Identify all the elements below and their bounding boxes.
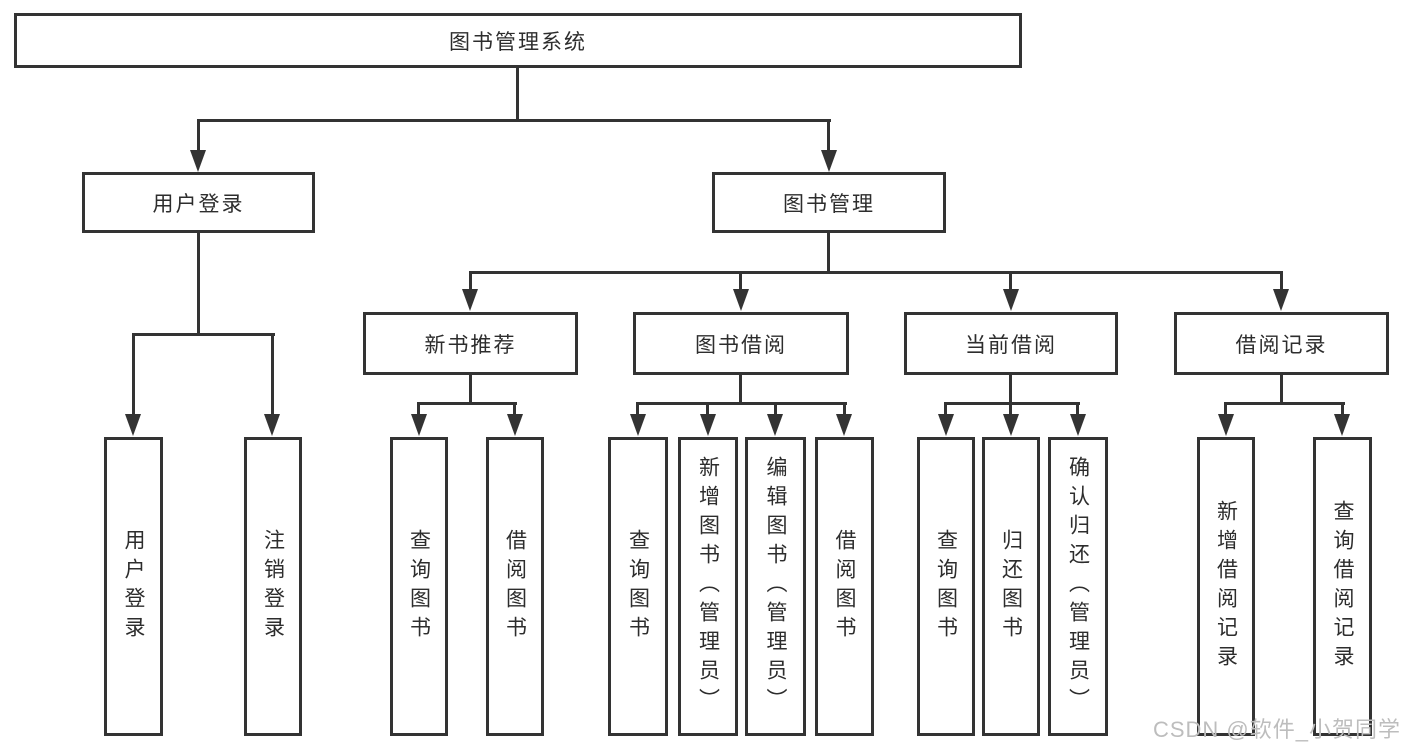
leaf-borrow-books-recommend: 借阅图书: [486, 437, 544, 736]
node-current-borrowing-label: 当前借阅: [965, 333, 1057, 357]
connector-to-borrow-records: [1280, 271, 1283, 291]
connector-level3-rail: [469, 271, 1283, 274]
arrowhead-down-icon: [630, 414, 646, 436]
leaf-edit-books-admin: 编辑图书（管理员）: [745, 437, 806, 736]
connector-current-borrow-stem: [1009, 375, 1012, 405]
connector-borrow-records-stem: [1280, 375, 1283, 405]
connector-to-leaf: [774, 402, 777, 416]
node-current-borrowing: 当前借阅: [904, 312, 1118, 375]
leaf-confirm-return-admin-label: 确认归还（管理员）: [1066, 456, 1090, 717]
leaf-query-books-recommend-label: 查询图书: [407, 528, 431, 645]
connector-level2-rail: [197, 119, 831, 122]
leaf-edit-books-admin-label: 编辑图书（管理员）: [764, 456, 787, 717]
leaf-confirm-return-admin: 确认归还（管理员）: [1048, 437, 1108, 736]
connector-to-leaf: [944, 402, 947, 416]
csdn-watermark: CSDN @软件_小贺同学: [1152, 717, 1401, 742]
connector-to-leaf: [636, 402, 639, 416]
arrowhead-down-icon: [1334, 414, 1350, 436]
leaf-borrow-books-recommend-label: 借阅图书: [503, 528, 527, 645]
arrowhead-down-icon: [1003, 289, 1019, 311]
leaf-add-books-admin: 新增图书（管理员）: [678, 437, 738, 736]
arrowhead-down-icon: [125, 414, 141, 436]
node-book-management: 图书管理: [712, 172, 946, 233]
leaf-query-books-recommend: 查询图书: [390, 437, 448, 736]
connector-to-book-borrow: [739, 271, 742, 291]
arrowhead-down-icon: [1003, 414, 1019, 436]
leaf-add-borrow-record-label: 新增借阅记录: [1214, 499, 1238, 674]
connector-user-login-stem: [197, 233, 200, 335]
node-borrowing-records-label: 借阅记录: [1235, 333, 1328, 357]
connector-user-login-rail: [132, 333, 275, 336]
connector-to-leaf: [1224, 402, 1227, 416]
connector-new-book-rail: [417, 402, 517, 405]
arrowhead-down-icon: [836, 414, 852, 436]
arrowhead-down-icon: [700, 414, 716, 436]
connector-to-current-borrow: [1009, 271, 1012, 291]
connector-current-borrow-rail: [944, 402, 1080, 405]
node-new-book-recommendation: 新书推荐: [363, 312, 578, 375]
connector-to-leaf: [417, 402, 420, 416]
node-user-login-label: 用户登录: [152, 192, 245, 216]
leaf-return-books-label: 归还图书: [999, 528, 1023, 645]
connector-book-borrow-rail: [636, 402, 847, 405]
connector-to-leaf: [1009, 402, 1012, 416]
node-new-book-recommendation-label: 新书推荐: [424, 333, 517, 357]
leaf-query-borrow-record-label: 查询借阅记录: [1331, 499, 1354, 674]
arrowhead-down-icon: [507, 414, 523, 436]
arrowhead-down-icon: [264, 414, 280, 436]
connector-book-management-stem: [827, 233, 830, 274]
connector-to-leaf: [1341, 402, 1344, 416]
leaf-query-books-borrow: 查询图书: [608, 437, 668, 736]
connector-borrow-records-rail: [1224, 402, 1345, 405]
connector-to-leaf: [1076, 402, 1079, 416]
arrowhead-down-icon: [938, 414, 954, 436]
node-root: 图书管理系统: [14, 13, 1022, 68]
leaf-user-login-label: 用户登录: [122, 528, 145, 645]
leaf-return-books: 归还图书: [982, 437, 1040, 736]
connector-to-leaf: [132, 333, 135, 416]
arrowhead-down-icon: [1070, 414, 1086, 436]
connector-to-new-book: [469, 271, 472, 291]
leaf-logout-label: 注销登录: [261, 528, 285, 645]
connector-root-stem: [516, 68, 519, 120]
leaf-borrow-books: 借阅图书: [815, 437, 874, 736]
connector-new-book-stem: [469, 375, 472, 405]
connector-to-book-management: [827, 119, 830, 152]
leaf-query-borrow-record: 查询借阅记录: [1313, 437, 1372, 736]
arrowhead-down-icon: [462, 289, 478, 311]
connector-to-leaf: [843, 402, 846, 416]
arrowhead-down-icon: [1273, 289, 1289, 311]
node-book-management-label: 图书管理: [783, 192, 875, 216]
leaf-user-login: 用户登录: [104, 437, 163, 736]
connector-to-leaf: [271, 333, 274, 416]
connector-to-user-login: [197, 119, 200, 152]
leaf-borrow-books-label: 借阅图书: [833, 528, 856, 645]
arrowhead-down-icon: [1218, 414, 1234, 436]
node-book-borrowing: 图书借阅: [633, 312, 849, 375]
leaf-add-books-admin-label: 新增图书（管理员）: [696, 456, 720, 717]
arrowhead-down-icon: [821, 150, 837, 172]
leaf-query-books-current-label: 查询图书: [934, 528, 958, 645]
connector-book-borrow-stem: [739, 375, 742, 405]
connector-to-leaf: [706, 402, 709, 416]
leaf-logout: 注销登录: [244, 437, 302, 736]
arrowhead-down-icon: [733, 289, 749, 311]
leaf-query-books-current: 查询图书: [917, 437, 975, 736]
connector-to-leaf: [513, 402, 516, 416]
node-root-label: 图书管理系统: [449, 30, 587, 54]
arrowhead-down-icon: [767, 414, 783, 436]
node-book-borrowing-label: 图书借阅: [695, 333, 787, 357]
arrowhead-down-icon: [190, 150, 206, 172]
node-borrowing-records: 借阅记录: [1174, 312, 1389, 375]
node-user-login: 用户登录: [82, 172, 315, 233]
leaf-add-borrow-record: 新增借阅记录: [1197, 437, 1255, 736]
arrowhead-down-icon: [411, 414, 427, 436]
leaf-query-books-borrow-label: 查询图书: [626, 528, 650, 645]
